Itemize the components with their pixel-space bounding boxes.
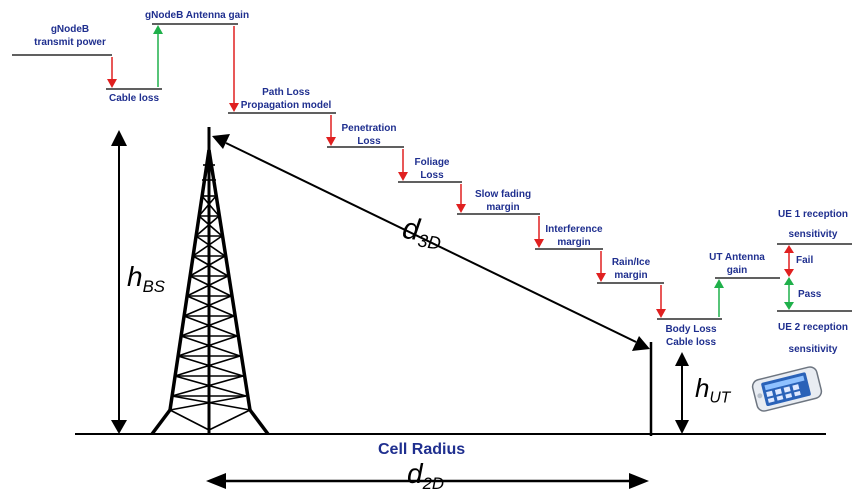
- d-2d-main: d: [407, 458, 423, 489]
- cell-radius-label: Cell Radius: [378, 441, 466, 458]
- arrow-body-loss: [656, 285, 666, 318]
- arrow-cable-loss: [107, 57, 117, 88]
- label-ut-antenna-gain-line2: gain: [726, 265, 748, 276]
- arrow-rain-ice: [596, 251, 606, 282]
- label-slow-fading-line1: Slow fading: [474, 189, 532, 200]
- h-bs-label: hBS: [127, 261, 165, 297]
- arrow-penetration-loss: [326, 115, 336, 146]
- label-body-loss-line1: Body Loss: [665, 324, 717, 335]
- label-penetration-loss: Penetration Loss: [329, 122, 409, 148]
- d-2d-label: d2D: [407, 458, 444, 494]
- h-ut-main: h: [695, 373, 710, 403]
- gain-arrows: [153, 25, 794, 317]
- d-3d-label: d3D: [400, 212, 445, 254]
- label-interference: Interference margin: [535, 223, 613, 249]
- d-2d-sub: 2D: [422, 473, 445, 493]
- arrow-ut-antenna-gain: [714, 279, 724, 317]
- label-ut-antenna-gain: UT Antenna gain: [703, 251, 771, 277]
- label-interference-line1: Interference: [545, 224, 603, 235]
- arrow-fail: [784, 245, 794, 277]
- h-ut-label: hUT: [695, 373, 730, 407]
- h-ut-arrow: [675, 352, 689, 434]
- h-bs-main: h: [127, 261, 143, 292]
- arrow-foliage-loss: [398, 149, 408, 181]
- label-ue2-sensitivity-line1: UE 2 reception: [777, 322, 849, 333]
- label-ue2-sensitivity: UE 2 reception sensitivity: [772, 317, 854, 361]
- label-path-loss: Path Loss Propagation model: [236, 86, 336, 112]
- label-rain-ice-line2: margin: [614, 270, 648, 281]
- d-3d-arrow: [212, 134, 650, 351]
- label-path-loss-line2: Propagation model: [240, 100, 332, 111]
- label-penetration-loss-line1: Penetration: [341, 123, 397, 134]
- label-ue1-sensitivity-line2: sensitivity: [788, 229, 838, 240]
- arrow-slow-fading: [456, 184, 466, 213]
- label-gnb-antenna-gain: gNodeB Antenna gain: [145, 10, 250, 21]
- label-foliage-loss-line2: Loss: [420, 170, 444, 181]
- label-ue1-sensitivity: UE 1 reception sensitivity: [772, 205, 854, 245]
- label-ue1-sensitivity-line1: UE 1 reception: [777, 209, 849, 220]
- h-bs-sub: BS: [142, 276, 165, 296]
- h-bs-arrow: [111, 130, 127, 434]
- arrow-interference: [534, 216, 544, 248]
- label-rain-ice-line1: Rain/Ice: [611, 257, 651, 268]
- smartphone-icon: [751, 366, 823, 412]
- label-body-loss-line2: Cable loss: [665, 337, 717, 348]
- label-gnb-tx-power-line2: transmit power: [34, 37, 106, 48]
- label-ue2-sensitivity-line2: sensitivity: [788, 344, 838, 355]
- label-ut-antenna-gain-line1: UT Antenna: [709, 252, 765, 263]
- loss-arrows: [107, 26, 794, 318]
- label-gnb-tx-power: gNodeB transmit power: [22, 23, 118, 49]
- label-path-loss-line1: Path Loss: [262, 87, 310, 98]
- label-foliage-loss: Foliage Loss: [400, 156, 464, 182]
- label-foliage-loss-line1: Foliage: [414, 157, 450, 168]
- label-pass: Pass: [798, 289, 822, 300]
- label-gnb-tx-power-line1: gNodeB: [50, 24, 90, 35]
- label-slow-fading-line2: margin: [486, 202, 520, 213]
- arrow-pass: [784, 277, 794, 310]
- arrow-gnb-antenna-gain: [153, 25, 163, 87]
- label-penetration-loss-line2: Loss: [357, 136, 381, 147]
- label-rain-ice: Rain/Ice margin: [600, 256, 662, 282]
- label-interference-line2: margin: [557, 237, 591, 248]
- label-body-loss: Body Loss Cable loss: [656, 323, 726, 349]
- cell-tower-icon: [150, 127, 270, 436]
- budget-levels: [12, 23, 852, 320]
- label-slow-fading: Slow fading margin: [463, 188, 543, 214]
- h-ut-sub: UT: [709, 389, 731, 407]
- d-3d-sub: 3D: [416, 230, 443, 254]
- d-2d-arrow: [206, 473, 649, 489]
- label-fail: Fail: [796, 255, 814, 266]
- label-cable-loss: Cable loss: [108, 93, 160, 104]
- arrow-path-loss: [229, 26, 239, 112]
